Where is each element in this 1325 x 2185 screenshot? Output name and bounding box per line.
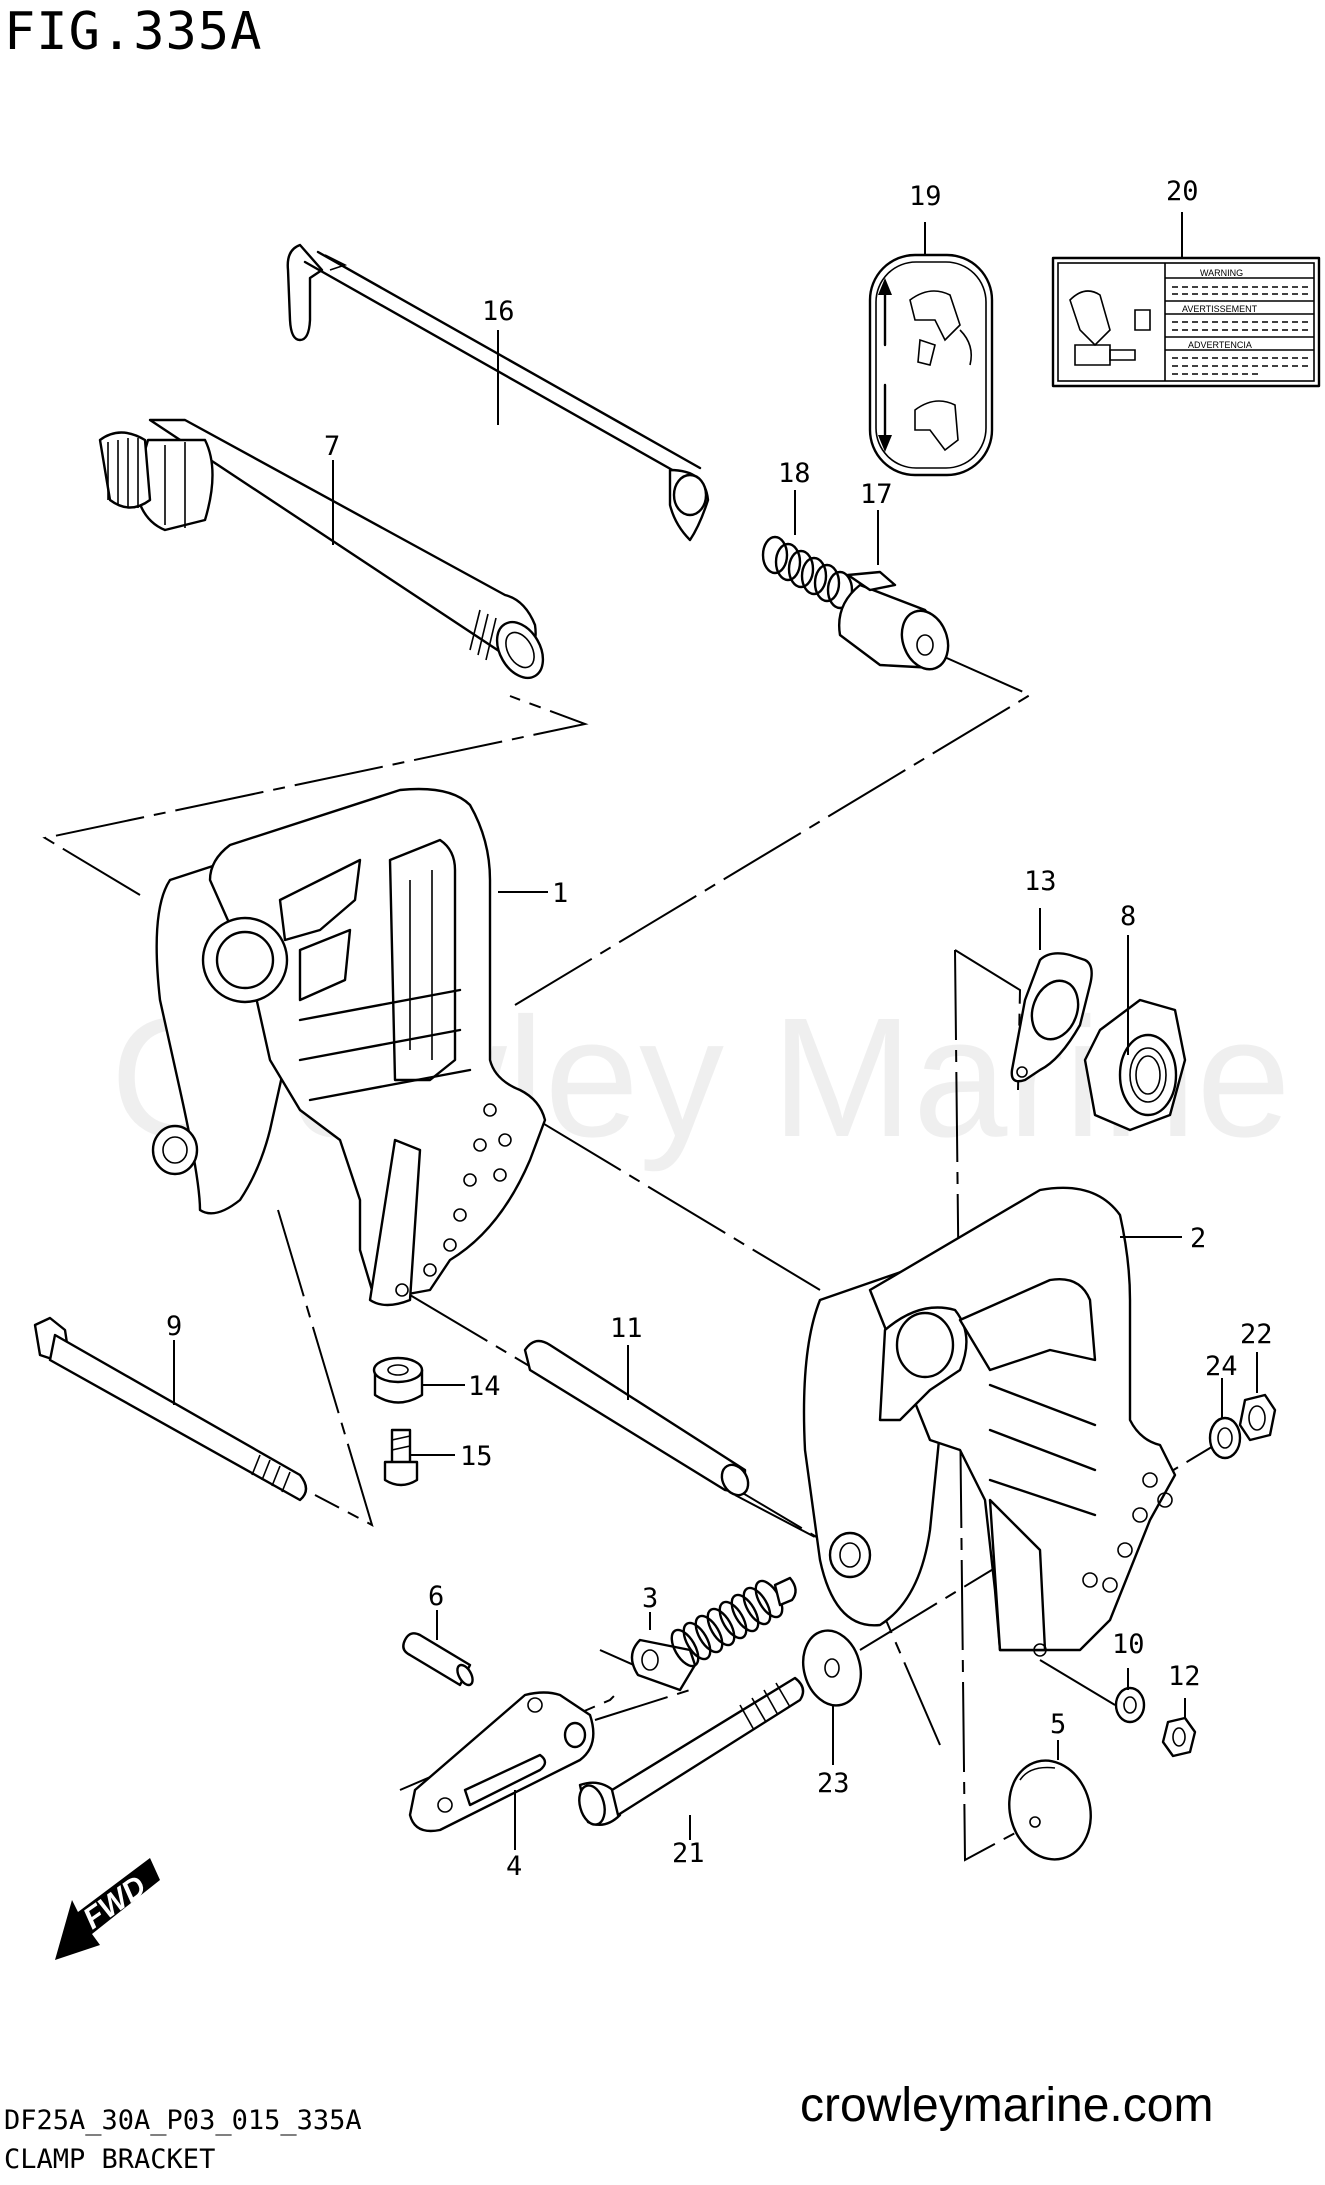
website-link[interactable]: crowleymarine.com — [800, 2079, 1214, 2132]
part-15-screw — [383, 1428, 419, 1487]
part-9-bolt — [33, 1316, 308, 1502]
part-22-nut — [1238, 1393, 1277, 1442]
part-2-clamp-bracket-right — [802, 1186, 1177, 1657]
callout-1: 1 — [552, 878, 568, 909]
part-5-cap — [1008, 1759, 1092, 1861]
callout-13: 13 — [1024, 866, 1057, 897]
part-4-lever — [408, 1691, 595, 1833]
callout-15: 15 — [460, 1441, 493, 1472]
label-advertencia-text: ADVERTENCIA — [1188, 340, 1252, 350]
callout-9: 9 — [166, 1311, 182, 1342]
callout-18: 18 — [778, 458, 811, 489]
callout-19: 19 — [909, 181, 942, 212]
assembly-lines — [42, 654, 1216, 1862]
part-11-shaft — [523, 1339, 750, 1497]
callout-8: 8 — [1120, 901, 1136, 932]
callout-20: 20 — [1166, 176, 1199, 207]
callout-22: 22 — [1240, 1319, 1273, 1350]
part-10-washer — [1114, 1686, 1146, 1724]
part-18-spring — [761, 535, 854, 610]
figure-title: FIG.335A — [4, 2, 263, 62]
callout-4: 4 — [506, 1851, 522, 1882]
callout-11: 11 — [610, 1313, 643, 1344]
part-13-plate — [1010, 952, 1093, 1083]
leader-lines — [173, 212, 1258, 1850]
part-23-washer — [802, 1629, 862, 1707]
callout-10: 10 — [1112, 1629, 1145, 1660]
callout-24: 24 — [1205, 1351, 1238, 1382]
part-6-pin — [402, 1632, 474, 1687]
callout-7: 7 — [324, 431, 340, 462]
part-1-clamp-bracket-left — [151, 787, 547, 1307]
fwd-arrow-icon: FWD — [55, 1858, 160, 1960]
part-19-decal — [868, 253, 994, 477]
callout-numbers: 1 2 3 4 5 6 7 8 9 10 11 12 13 14 15 16 1… — [166, 176, 1273, 1882]
callout-12: 12 — [1168, 1661, 1201, 1692]
part-14-bushing — [372, 1356, 424, 1404]
label-warning-text: WARNING — [1200, 268, 1243, 278]
part-20-warning-label: WARNING AVERTISSEMENT ADVERTENCIA — [1051, 256, 1321, 388]
callout-5: 5 — [1050, 1709, 1066, 1740]
part-8-nut — [1083, 998, 1187, 1132]
part-24-washer — [1208, 1416, 1242, 1460]
part-12-nut — [1161, 1716, 1197, 1758]
callout-3: 3 — [642, 1583, 658, 1614]
callout-6: 6 — [428, 1581, 444, 1612]
callout-21: 21 — [672, 1838, 705, 1869]
callout-23: 23 — [817, 1768, 850, 1799]
callout-17: 17 — [860, 479, 893, 510]
model-code: DF25A_30A_P03_015_335A — [4, 2105, 362, 2136]
callout-14: 14 — [468, 1371, 501, 1402]
callout-16: 16 — [482, 296, 515, 327]
part-21-bolt — [578, 1676, 805, 1826]
label-avertissement-text: AVERTISSEMENT — [1182, 304, 1258, 314]
section-name: CLAMP BRACKET — [4, 2144, 216, 2175]
part-7-tilt-tube — [98, 418, 545, 680]
callout-2: 2 — [1190, 1223, 1206, 1254]
part-3-spring-rod — [630, 1576, 797, 1692]
part-17-collar — [838, 570, 950, 671]
